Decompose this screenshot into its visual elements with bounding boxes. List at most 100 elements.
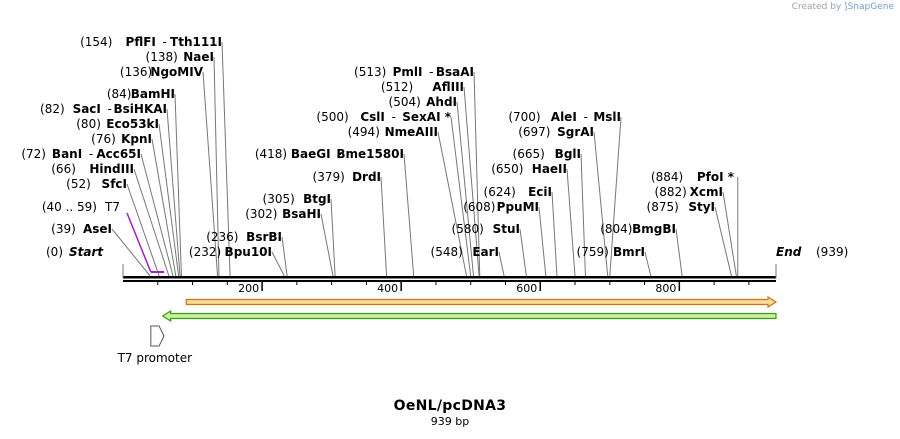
site-name: XcmI xyxy=(690,185,723,199)
site-leader-line xyxy=(456,101,474,277)
site-leader-line xyxy=(675,228,683,277)
site-position: (39) xyxy=(51,222,76,236)
site-position: (700) xyxy=(508,110,540,124)
site-leader-line xyxy=(463,86,480,277)
site-leader-line xyxy=(140,153,174,277)
site-name: BmgBI xyxy=(632,222,676,236)
site-name: BtgI xyxy=(303,192,331,206)
site-position: (759) xyxy=(577,245,609,259)
site-leader-line xyxy=(403,153,415,277)
site-leader-line xyxy=(151,138,177,277)
feature-tracks xyxy=(126,212,778,347)
site-position: (624) xyxy=(484,185,516,199)
site-name: BsaHI xyxy=(282,207,321,221)
primer-name: T7 xyxy=(104,200,120,214)
site-name: CslI xyxy=(360,110,385,124)
primer-position: (40 .. 59) xyxy=(42,200,97,214)
site-name: EarI xyxy=(472,245,499,259)
site-leader-line xyxy=(213,56,220,277)
site-name: PflFI xyxy=(126,35,156,49)
site-position: (72) xyxy=(21,147,46,161)
site-position: (504) xyxy=(389,95,421,109)
site-name: AhdI xyxy=(426,95,457,109)
promoter-label: T7 promoter xyxy=(117,351,193,365)
site-leader-line xyxy=(133,168,170,277)
snapgene-logo-icon: ⟆ xyxy=(844,2,848,12)
site-name-separator: - xyxy=(89,147,93,161)
site-leader-line xyxy=(281,236,288,277)
site-leader-line xyxy=(111,228,151,277)
site-name: Bpu10I xyxy=(225,245,272,259)
site-position: (302) xyxy=(245,207,277,221)
site-name: PpuMI xyxy=(497,200,539,214)
site-name: PmlI xyxy=(393,65,423,79)
site-name: Tth111I xyxy=(170,35,222,49)
start-label: Start xyxy=(69,245,104,259)
site-position: (84) xyxy=(107,87,132,101)
site-position: (697) xyxy=(518,125,550,139)
site-leader-line xyxy=(609,116,622,277)
map-title: OeNL/pcDNA3 xyxy=(393,398,507,414)
site-position: (650) xyxy=(491,162,523,176)
watermark-brand: SnapGene xyxy=(847,2,894,12)
site-leader-line xyxy=(330,198,336,277)
site-name: HindIII xyxy=(89,162,134,176)
site-position: (418) xyxy=(255,147,287,161)
site-name: BsiHKAI xyxy=(114,102,168,116)
site-name: BmrI xyxy=(613,245,645,259)
promoter-arrow-icon xyxy=(150,325,165,347)
site-position: (580) xyxy=(452,222,484,236)
end-position: (939) xyxy=(816,245,848,259)
site-position: (512) xyxy=(381,80,413,94)
site-leader-line xyxy=(174,93,182,277)
site-name-separator: - xyxy=(583,110,587,124)
ruler-tick-label: 200 xyxy=(238,282,259,295)
site-name: NgoMIV xyxy=(150,65,203,79)
site-name: AleI xyxy=(551,110,577,124)
site-leader-line xyxy=(320,213,334,277)
site-leader-line xyxy=(450,116,472,277)
site-name: SfcI xyxy=(102,177,127,191)
site-name: BamHI xyxy=(131,87,175,101)
site-name-separator: - xyxy=(337,147,341,161)
site-name: SgrAI xyxy=(557,125,594,139)
site-position: (232) xyxy=(189,245,221,259)
site-leader-line xyxy=(380,176,388,277)
site-name: BsaAI xyxy=(436,65,474,79)
site-name: PfoI * xyxy=(697,170,735,184)
site-leader-line xyxy=(271,251,285,277)
site-leader-line xyxy=(126,183,160,277)
site-name: BanI xyxy=(52,147,82,161)
site-name-separator: - xyxy=(163,35,167,49)
start-position: (0) xyxy=(46,245,63,259)
site-position: (305) xyxy=(263,192,295,206)
site-position: (608) xyxy=(463,200,495,214)
site-name: Eco53kI xyxy=(106,117,159,131)
site-position: (882) xyxy=(655,185,687,199)
site-name: AflIII xyxy=(432,80,464,94)
site-name: MslI xyxy=(593,110,621,124)
site-position: (76) xyxy=(91,132,116,146)
ruler-tick-label: 600 xyxy=(516,282,537,295)
site-name: Bme1580I xyxy=(336,147,404,161)
site-leader-line xyxy=(437,131,468,277)
site-leader-line xyxy=(551,191,558,277)
site-leader-line xyxy=(158,123,180,277)
site-name-separator: - xyxy=(429,65,433,79)
site-position: (494) xyxy=(348,125,380,139)
site-leader-line xyxy=(714,206,732,277)
site-leader-lines xyxy=(111,41,739,277)
site-name: NmeAIII xyxy=(385,125,438,139)
site-name: StuI xyxy=(493,222,520,236)
site-position: (665) xyxy=(513,147,545,161)
sequence-backbone xyxy=(122,264,777,282)
site-position: (379) xyxy=(313,170,345,184)
site-name: Acc65I xyxy=(96,147,141,161)
site-position: (513) xyxy=(354,65,386,79)
site-name: BaeGI xyxy=(291,147,331,161)
site-leader-line xyxy=(498,251,505,277)
site-name: BglI xyxy=(555,147,581,161)
site-leader-line xyxy=(566,168,576,277)
